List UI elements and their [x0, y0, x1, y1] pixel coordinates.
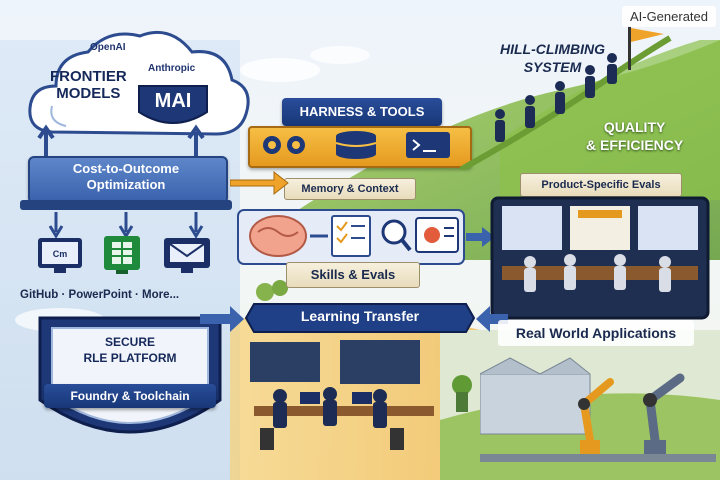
- memory-context-label: Memory & Context: [284, 178, 416, 200]
- hill-line2: SYSTEM: [523, 59, 582, 75]
- svg-text:Cm: Cm: [53, 249, 68, 259]
- frontier-title-line1: FRONTIER: [50, 68, 127, 85]
- secure-platform-title: SECURE RLE PLATFORM: [30, 334, 230, 366]
- hill-climbing-title: HILL-CLIMBING SYSTEM: [500, 40, 605, 76]
- climbers-figures: [460, 26, 672, 170]
- lab-anthropic: Anthropic: [148, 63, 196, 74]
- climber-icon: [495, 53, 617, 142]
- transfer-arrow-right: [476, 306, 508, 332]
- office-team-scene: [250, 340, 434, 450]
- ai-generated-watermark: AI-Generated: [621, 6, 716, 27]
- skills-arrow: [466, 227, 495, 247]
- optimization-line1: Cost-to-Outcome: [72, 161, 180, 176]
- gear-icon: [263, 136, 305, 154]
- lab-openai: OpenAI: [90, 42, 126, 53]
- cost-optimization-label: Cost-to-Outcome Optimization: [28, 161, 224, 193]
- quality-line2: & EFFICIENCY: [586, 137, 684, 153]
- platform-bar: [20, 200, 232, 210]
- code-monitor-icon: Cm: [38, 238, 82, 273]
- secure-line1: SECURE: [104, 335, 155, 349]
- learning-transfer-banner: [244, 303, 476, 333]
- office-dashboard-scene: [490, 196, 710, 320]
- foundry-toolchain-label: Foundry & Toolchain: [44, 384, 216, 408]
- product-evals-label: Product-Specific Evals: [520, 173, 682, 197]
- brain-icon: [249, 215, 307, 257]
- tools-icons: [263, 131, 450, 159]
- real-world-label: Real World Applications: [498, 320, 694, 346]
- skills-evals-label: Skills & Evals: [286, 262, 420, 288]
- quality-line1: QUALITY: [603, 119, 666, 135]
- harness-tools-title: HARNESS & TOOLS: [282, 98, 442, 126]
- hill-line1: HILL-CLIMBING: [500, 41, 605, 57]
- magnifier-icon: [381, 219, 412, 252]
- industry-scene: [480, 357, 716, 462]
- learning-transfer-label: Learning Transfer: [300, 308, 420, 324]
- checklist-icon: [331, 215, 371, 257]
- mai-label: MAI: [154, 90, 192, 112]
- database-icon: [335, 131, 377, 159]
- secure-line2: RLE PLATFORM: [83, 351, 177, 365]
- terminal-icon: [406, 132, 450, 158]
- mail-icon: [164, 238, 210, 273]
- robot-arm-icon: [578, 378, 614, 454]
- quality-efficiency-label: QUALITY & EFFICIENCY: [586, 118, 683, 154]
- up-arrows: [37, 124, 205, 158]
- robot-arm-icon: [643, 373, 685, 454]
- optimization-line2: Optimization: [86, 177, 166, 192]
- chart-screen-icon: [415, 217, 459, 253]
- powerpoint-icon: [104, 236, 140, 274]
- memory-arrow: [230, 170, 289, 196]
- frontier-models-title: FRONTIER MODELS: [50, 68, 127, 102]
- transfer-arrow-left: [200, 306, 244, 332]
- frontier-title-line2: MODELS: [56, 85, 121, 102]
- mai-shield-icon: [138, 85, 208, 124]
- flag-icon: [628, 26, 664, 70]
- skills-icons: [237, 209, 465, 265]
- apps-caption: GitHub · PowerPoint · More...: [20, 289, 180, 301]
